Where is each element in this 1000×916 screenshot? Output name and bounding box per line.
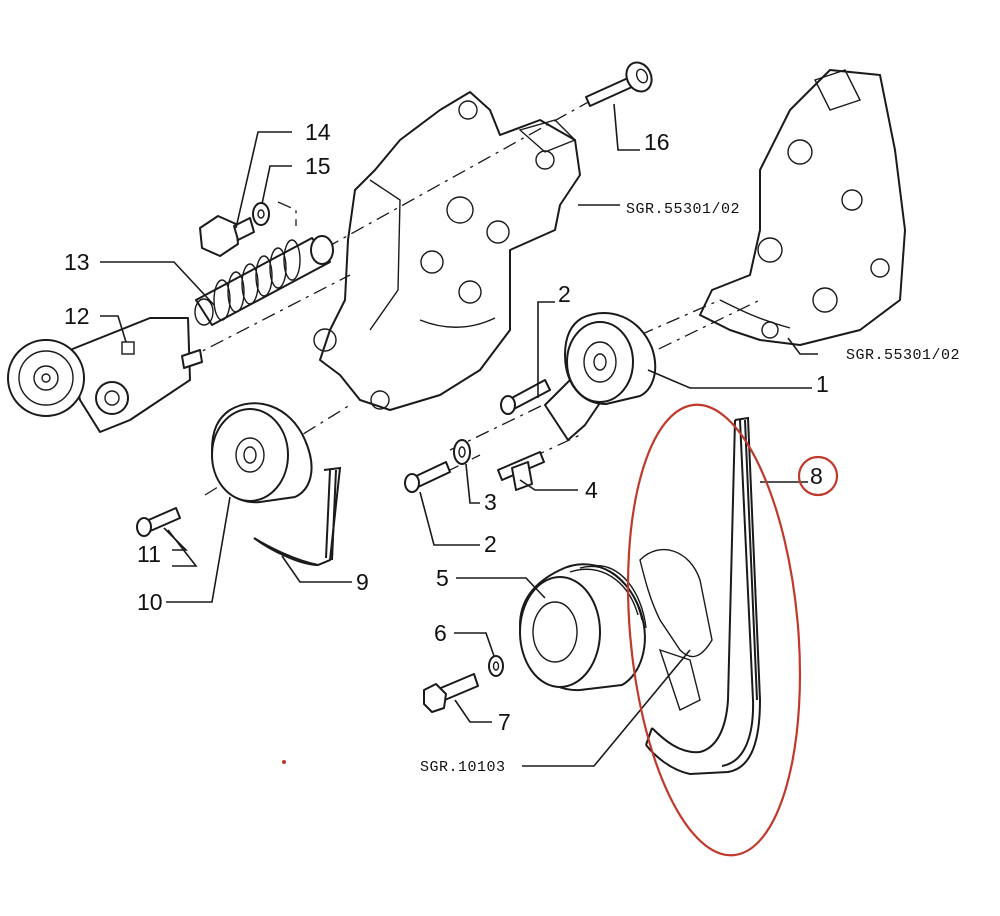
callout-11: 11 — [137, 541, 161, 567]
part-8-belt — [645, 416, 762, 776]
callout-3: 3 — [484, 489, 497, 515]
ref-bracket-upper: SGR.55301/02 — [626, 201, 740, 218]
crankshaft-end — [639, 549, 713, 711]
part-14-bolt — [199, 215, 255, 257]
callout-13: 13 — [64, 249, 90, 275]
callout-2-upper: 2 — [558, 281, 571, 307]
callout-9: 9 — [356, 569, 369, 595]
callout-2-lower: 2 — [484, 531, 497, 557]
part-11-bolt — [136, 507, 181, 537]
callout-12: 12 — [64, 303, 90, 329]
part-7-bolt — [423, 673, 479, 713]
engine-bracket-right — [699, 69, 906, 346]
belt-highlight — [282, 403, 839, 857]
reference-labels: SGR.55301/02 SGR.55301/02 SGR.10103 — [420, 201, 960, 776]
part-15-washer — [252, 201, 297, 226]
part-16-bolt — [585, 61, 653, 107]
part-5-crank-pulley — [519, 563, 647, 692]
callout-14: 14 — [305, 119, 331, 145]
callout-6: 6 — [434, 620, 447, 646]
callout-labels: 14 15 13 12 16 2 1 8 3 4 2 11 10 9 5 6 7 — [64, 119, 829, 735]
part-2-bolt-lower — [404, 461, 451, 493]
part-13-damper — [194, 235, 334, 326]
callout-7: 7 — [498, 709, 511, 735]
callout-15: 15 — [305, 153, 331, 179]
callout-8: 8 — [810, 463, 823, 489]
part-3-washer — [453, 439, 471, 465]
part-1-idler-pulley — [544, 312, 657, 441]
part-2-bolt-upper — [500, 379, 551, 415]
ref-bracket-right: SGR.55301/02 — [846, 347, 960, 364]
part-10-pulley — [211, 402, 313, 504]
callout-16: 16 — [644, 129, 670, 155]
callout-1: 1 — [816, 371, 829, 397]
callout-5: 5 — [436, 565, 449, 591]
callout-4: 4 — [585, 477, 598, 503]
part-4-stud — [497, 451, 545, 491]
callout-10: 10 — [137, 589, 163, 615]
part-12-tensioner — [7, 317, 203, 433]
ref-crankshaft: SGR.10103 — [420, 759, 506, 776]
engine-bracket-main — [313, 91, 581, 411]
leader-lines — [100, 103, 818, 767]
part-6-washer — [488, 655, 504, 677]
part-9-belt — [253, 466, 342, 567]
